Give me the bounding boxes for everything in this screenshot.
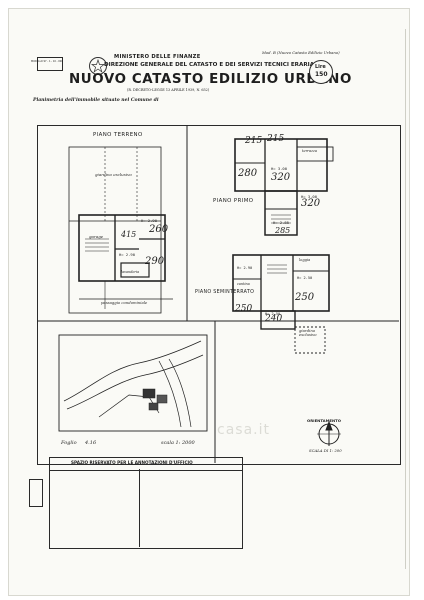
height-note: H= 2.90 [141, 218, 158, 223]
map-scale: scala 1: 2000 [161, 440, 195, 446]
model-stamp-box [37, 57, 63, 71]
planimetry-caption: Planimetria dell'immobile situato nel Co… [33, 98, 159, 103]
office-header-bar [49, 457, 243, 471]
garden-right-label: giardino esclusivo [299, 328, 317, 337]
cadastral-sheet: MODELLO 97 - 1 - 10 - 000 MINISTERO DELL… [8, 8, 410, 596]
handwritten-number: 215 [245, 136, 263, 146]
cellar-label: cantina [237, 282, 250, 286]
sheet-label: Foglio [61, 440, 77, 446]
republic-emblem-icon [89, 57, 107, 75]
drawing-frame [37, 125, 401, 465]
form-note: Mod. B (Nuovo Catasto Edilizio Urbano) [262, 50, 340, 55]
ministry-name: MINISTERO DELLE FINANZE [114, 54, 201, 60]
handwritten-number: 285 [275, 226, 291, 235]
handwritten-number: 260 [149, 224, 169, 235]
loggia-label: loggia [299, 258, 311, 262]
handwritten-number: 290 [145, 256, 165, 267]
directorate-name: DIREZIONE GENERALE DEL CATASTO E DEI SER… [104, 62, 320, 68]
price-label: Lire [315, 64, 326, 70]
price-value: 150 [315, 71, 328, 78]
handwritten-number: 215 [267, 134, 285, 144]
first-floor-label: PIANO PRIMO [213, 198, 254, 204]
height-note: H= 3.00 [301, 194, 318, 199]
plan-scale: SCALA DI 1: 200 [309, 448, 342, 453]
height-note: H= 2.90 [237, 266, 253, 270]
decree-reference: (R. DECRETO-LEGGE 13 APRILE 1939, N. 652… [127, 88, 210, 92]
handwritten-number: 415 [121, 230, 137, 239]
handwritten-number: 250 [295, 292, 315, 303]
office-reserved-title: SPAZIO RISERVATO PER LE ANNOTAZIONI D'UF… [71, 460, 193, 465]
ground-floor-label: PIANO TERRENO [93, 132, 143, 138]
document-title: NUOVO CATASTO EDILIZIO URBANO [69, 72, 352, 87]
orientation-label: ORIENTAMENTO [307, 418, 341, 423]
semi-basement-label: PIANO SEMINTERRATO [195, 290, 255, 295]
price-stamp-badge: Lire 150 [309, 60, 333, 84]
sheet-number: 4.16 [85, 440, 97, 446]
handwritten-number: 280 [238, 168, 258, 179]
height-note: H= 2.90 [119, 252, 136, 257]
garden-left-label: giardino esclusivo [95, 172, 132, 177]
garage-label: garage [89, 234, 104, 239]
handwritten-number: 320 [301, 198, 321, 209]
laundry-label: lavanderia [121, 270, 140, 274]
height-note: H= 2.50 [265, 312, 281, 316]
watermark: casa.it [217, 422, 270, 438]
model-stamp: MODELLO 97 - 1 - 10 - 000 [31, 60, 63, 63]
height-note: H= 3.00 [271, 166, 288, 171]
terrace-label: terrazza [302, 149, 318, 153]
handwritten-number: 320 [271, 172, 291, 183]
handwritten-number: 250 [235, 304, 253, 314]
handwritten-number: 240 [265, 314, 283, 324]
shared-passage-label: passaggio condominiale [101, 300, 148, 305]
margin-stamp-box [29, 479, 43, 507]
floor-plans-drawing [37, 125, 399, 463]
office-divider [139, 469, 140, 547]
page-edge-line [405, 29, 406, 569]
height-note: H= 2.85 [273, 220, 290, 225]
height-note: H= 2.50 [297, 276, 313, 280]
